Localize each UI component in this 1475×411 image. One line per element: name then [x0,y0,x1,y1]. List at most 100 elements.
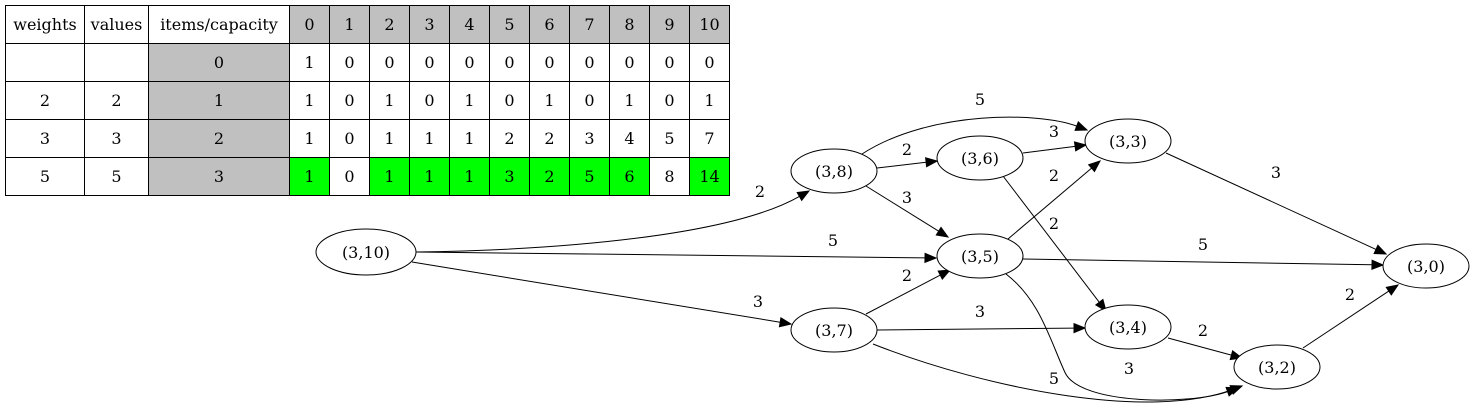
node-label: (3,3) [1109,132,1147,151]
node-n34: (3,4) [1084,304,1172,350]
column-header: 10 [689,5,730,44]
edge-n36-n33: 3 [1022,122,1088,154]
item-cell: 3 [148,157,290,196]
capacity-cell: 0 [489,81,530,120]
item-cell: 0 [148,43,290,82]
capacity-cell: 1 [289,81,330,120]
edge-weight-label: 3 [975,302,985,321]
node-n33: (3,3) [1084,118,1172,164]
edge-n38-n35: 3 [865,185,950,238]
node-label: (3,0) [1407,257,1445,276]
capacity-cell: 0 [609,43,650,82]
edge-line [1165,152,1377,250]
arrowhead [925,157,939,168]
edge-line [411,261,781,323]
capacity-cell: 0 [409,81,450,120]
edge-line [1007,167,1092,240]
capacity-cell: 2 [529,157,570,196]
capacity-cell: 1 [289,119,330,158]
edge-line [1002,175,1100,303]
column-header: 8 [609,5,650,44]
capacity-cell: 1 [289,157,330,196]
edge-weight-label: 2 [1049,166,1059,185]
edge-n310-n37: 3 [411,261,793,328]
value-cell: 3 [84,119,149,158]
column-header: 1 [329,5,370,44]
arrowhead [1385,284,1400,296]
edge-weight-label: 2 [755,182,765,201]
arrowhead [924,252,938,264]
nodes-layer: (3,10)(3,8)(3,6)(3,3)(3,5)(3,0)(3,7)(3,4… [315,118,1470,390]
node-label: (3,4) [1109,318,1147,337]
column-header: 2 [369,5,410,44]
edge-weight-label: 5 [1049,369,1059,388]
edge-n37-n34: 3 [876,302,1087,334]
node-shape [1084,118,1172,164]
edge-n35-n33: 2 [1007,160,1102,240]
arrowhead [935,226,950,238]
capacity-cell: 0 [329,43,370,82]
capacity-cell: 1 [449,119,490,158]
edge-weight-label: 2 [1049,214,1059,233]
node-shape [790,307,878,353]
capacity-cell: 3 [489,157,530,196]
capacity-cell: 1 [409,119,450,158]
edge-n34-n32: 2 [1167,321,1244,361]
node-n30: (3,0) [1382,243,1470,289]
weight-cell: 5 [5,157,85,196]
capacity-cell: 0 [329,81,370,120]
edge-weight-label: 2 [1198,321,1208,340]
capacity-cell: 0 [369,43,410,82]
arrowhead [1087,160,1102,173]
edge-weight-label: 3 [1271,163,1281,182]
node-label: (3,10) [342,243,390,262]
edge-line [415,195,800,253]
column-header: 9 [649,5,690,44]
edge-line [872,343,1232,403]
edge-weight-label: 2 [902,266,912,285]
edge-line [1167,337,1232,356]
capacity-cell: 0 [649,81,690,120]
node-shape [1233,344,1321,390]
edge-weight-label: 5 [975,90,985,109]
edge-line [1005,273,1228,401]
edge-weight-label: 2 [902,140,912,159]
node-shape [1382,243,1470,289]
node-label: (3,6) [961,149,999,168]
arrowhead [778,316,793,328]
node-shape [790,148,878,194]
arrowhead [1371,259,1385,271]
edge-weight-label: 3 [1049,122,1059,141]
edge-n32-n30: 2 [1302,284,1400,349]
node-shape [1084,304,1172,350]
capacity-cell: 0 [649,43,690,82]
edge-line [876,327,1075,331]
capacity-cell: 0 [489,43,530,82]
capacity-cell: 1 [289,43,330,82]
node-shape [936,135,1024,181]
edge-weight-label: 5 [1198,235,1208,254]
capacity-cell: 1 [449,81,490,120]
item-cell: 1 [148,81,290,120]
capacity-cell: 1 [409,157,450,196]
capacity-cell: 1 [369,81,410,120]
node-label: (3,2) [1258,358,1296,377]
node-label: (3,5) [961,247,999,266]
node-n38: (3,8) [790,148,878,194]
edge-line [876,161,927,169]
edge-n37-n35: 2 [865,266,952,315]
arrowhead [1074,121,1089,131]
node-shape [315,228,417,276]
column-header: 4 [449,5,490,44]
edge-n38-n36: 2 [876,140,939,169]
arrowhead [1073,322,1087,334]
arrowhead [1094,298,1107,313]
arrowhead [937,269,952,280]
capacity-cell: 1 [369,119,410,158]
weight-cell: 3 [5,119,85,158]
